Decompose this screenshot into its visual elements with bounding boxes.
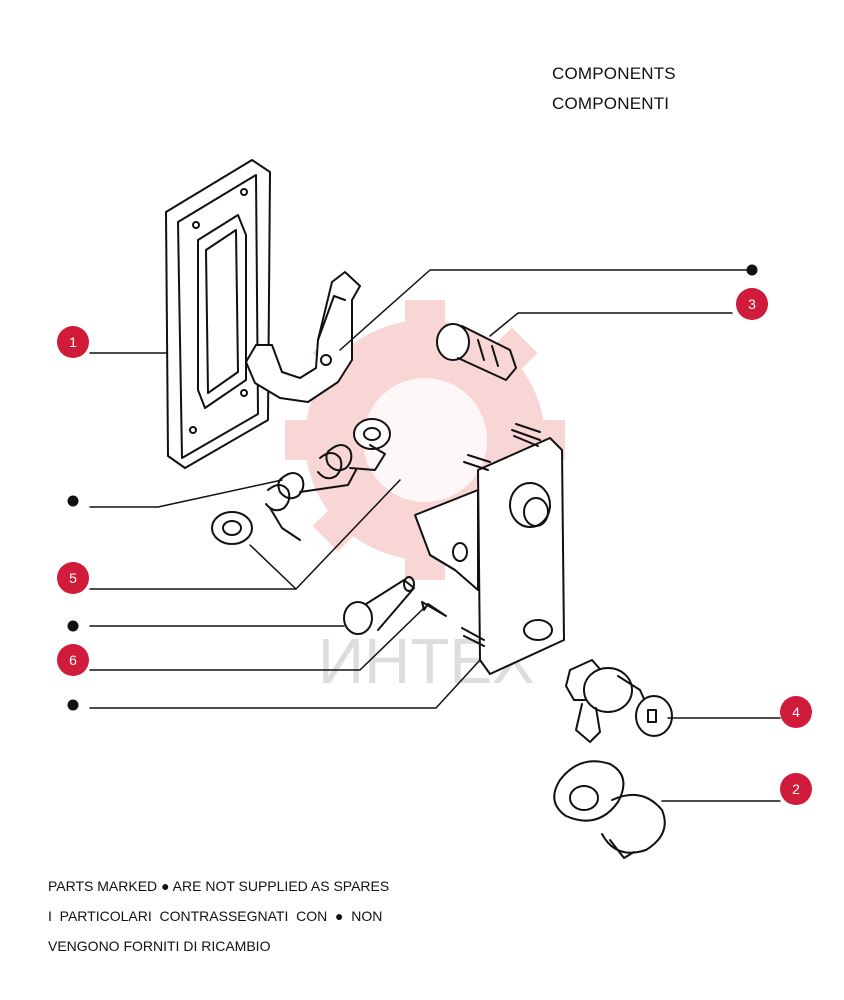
lock-cylinder xyxy=(565,659,673,743)
callout-2: 2 xyxy=(780,773,812,805)
note-it-part2: NON xyxy=(351,908,383,924)
note-en-part1: PARTS MARKED xyxy=(48,878,158,894)
bullet-dot-icon: ● xyxy=(335,908,344,924)
not-supplied-dot-icon xyxy=(746,264,758,276)
callout-6: 6 xyxy=(57,644,89,676)
svg-text:3: 3 xyxy=(748,296,756,312)
latch-hook xyxy=(245,271,361,403)
leader-lines xyxy=(89,269,781,802)
note-it-part1: I PARTICOLARI CONTRASSEGNATI CON xyxy=(48,908,328,924)
callout-5: 5 xyxy=(57,562,89,594)
callout-1: 1 xyxy=(57,326,89,358)
callout-3: 3 xyxy=(736,288,768,320)
bracket-plate xyxy=(414,423,565,675)
note-italian-line1: I PARTICOLARI CONTRASSEGNATI CON ● NON xyxy=(48,908,382,924)
svg-text:6: 6 xyxy=(69,652,77,668)
svg-text:4: 4 xyxy=(792,704,800,720)
note-en-part2: ARE NOT SUPPLIED AS SPARES xyxy=(172,878,390,894)
note-italian-line2: VENGONO FORNITI DI RICAMBIO xyxy=(48,938,271,954)
clevis-pin xyxy=(343,576,447,635)
watermark-gear-hole xyxy=(363,378,487,502)
not-supplied-markers xyxy=(67,264,758,711)
not-supplied-dot-icon xyxy=(67,620,79,632)
title-italian: COMPONENTI xyxy=(552,94,670,113)
pivot-pin xyxy=(436,323,517,381)
spring-assembly xyxy=(211,418,391,545)
bullet-dot-icon: ● xyxy=(161,878,170,894)
dust-cap xyxy=(553,760,666,859)
svg-text:1: 1 xyxy=(69,334,77,350)
title-english: COMPONENTS xyxy=(552,64,676,83)
not-supplied-dot-icon xyxy=(67,699,79,711)
frame-plate xyxy=(165,159,271,469)
svg-text:5: 5 xyxy=(69,570,77,586)
note-english: PARTS MARKED ● ARE NOT SUPPLIED AS SPARE… xyxy=(48,878,389,894)
not-supplied-dot-icon xyxy=(67,495,79,507)
svg-text:2: 2 xyxy=(792,781,800,797)
callout-4: 4 xyxy=(780,696,812,728)
